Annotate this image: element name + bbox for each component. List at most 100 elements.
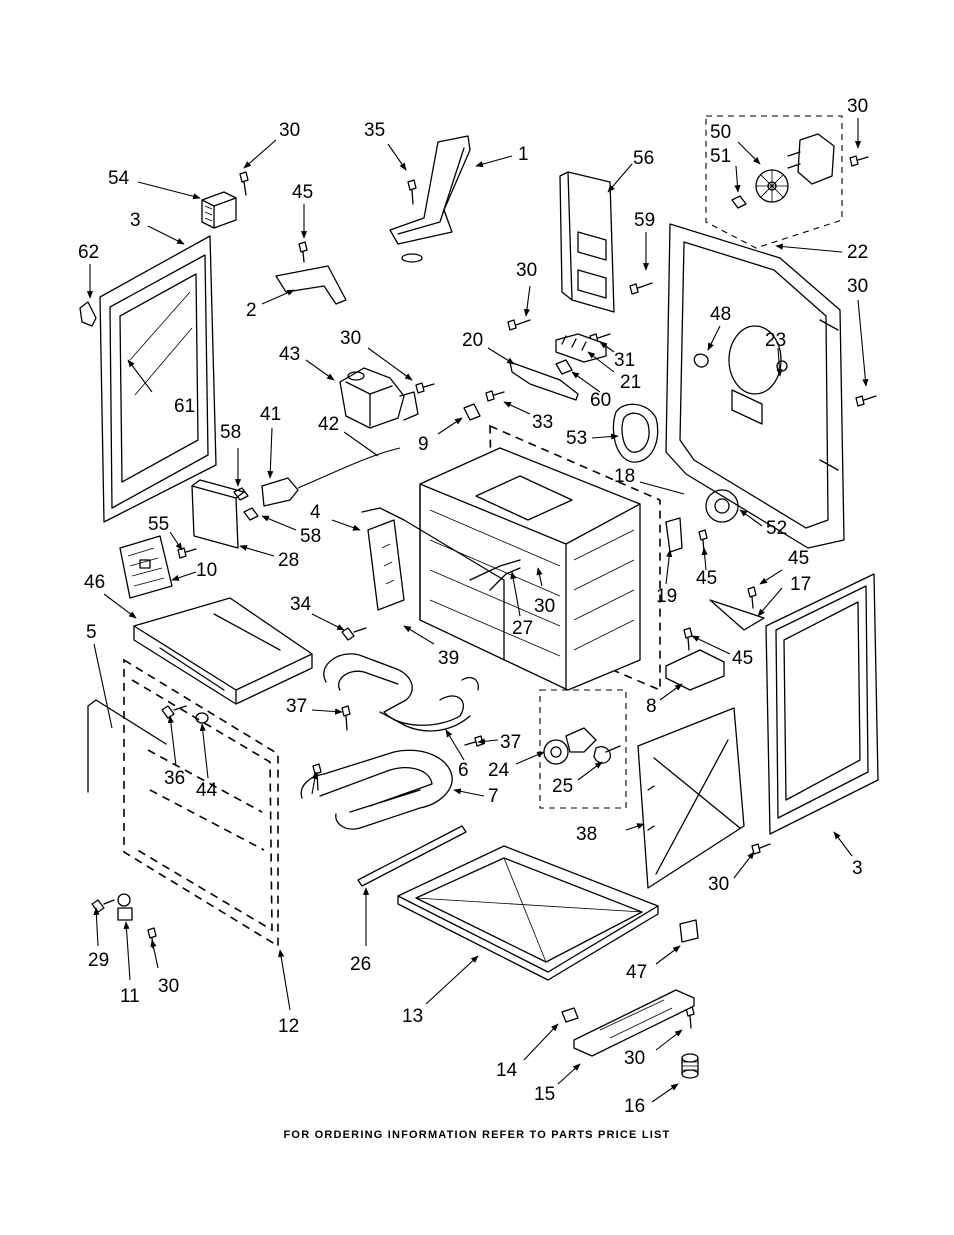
- rail-26: [357, 825, 467, 887]
- callout-label: 42: [318, 414, 339, 435]
- callout-label: 58: [220, 422, 241, 443]
- callout-label: 6: [458, 760, 469, 781]
- callout-label: 53: [566, 428, 587, 449]
- callout-label: 37: [500, 732, 521, 753]
- side-panel-right: [765, 573, 879, 835]
- callout-label: 56: [633, 148, 654, 169]
- wire-48: [693, 353, 709, 368]
- callout-label: 15: [534, 1084, 555, 1105]
- callout-label: 10: [196, 560, 217, 581]
- callout-label: 48: [710, 304, 731, 325]
- callout-label: 45: [696, 568, 717, 589]
- callout-label: 30: [516, 260, 537, 281]
- callout-label: 43: [279, 344, 300, 365]
- callout-label: 17: [790, 574, 811, 595]
- callout-label: 33: [532, 412, 553, 433]
- callout-label: 16: [624, 1096, 645, 1117]
- callout-label: 29: [88, 950, 109, 971]
- oven-cavity-part: [419, 424, 661, 692]
- back-panel-part: [665, 223, 845, 549]
- callout-label: 14: [496, 1060, 518, 1081]
- leveling-leg-16: [681, 1053, 699, 1079]
- label-47: [679, 919, 699, 943]
- callout-label: 25: [552, 776, 573, 797]
- callout-label: 59: [634, 210, 655, 231]
- callout-label: 52: [766, 518, 787, 539]
- callout-labels: 30 35 1 56 50 51 30 54 45 3 62 59 22 30 …: [78, 96, 868, 1117]
- callout-label: 62: [78, 242, 99, 263]
- callout-label: 35: [364, 120, 385, 141]
- callout-label: 41: [260, 404, 281, 425]
- callout-label: 30: [847, 276, 868, 297]
- callout-label: 37: [286, 696, 307, 717]
- control-board-part: [119, 535, 173, 599]
- clip-part: [79, 301, 97, 327]
- bracket-8: [665, 649, 725, 691]
- callout-label: 45: [292, 182, 313, 203]
- callout-label: 36: [164, 768, 185, 789]
- gasket-53: [612, 403, 659, 463]
- callout-label: 51: [710, 146, 731, 167]
- callout-label: 30: [279, 120, 300, 141]
- clip-14: [561, 1007, 579, 1023]
- side-panel-left: [99, 235, 217, 523]
- callout-label: 58: [300, 526, 321, 547]
- callout-label: 4: [310, 502, 321, 523]
- bracket-19: [665, 517, 683, 553]
- callout-label: 30: [340, 328, 361, 349]
- callout-label: 38: [576, 824, 597, 845]
- callout-label: 23: [765, 330, 786, 351]
- bracket-small-part: [275, 265, 347, 305]
- callout-label: 13: [402, 1006, 423, 1027]
- callout-label: 61: [174, 396, 195, 417]
- callout-label: 50: [710, 122, 731, 143]
- callout-label: 3: [852, 858, 863, 879]
- callout-label: 39: [438, 648, 459, 669]
- rear-cover-38: [637, 707, 745, 889]
- callout-label: 44: [196, 780, 218, 801]
- motor-part: [339, 367, 419, 429]
- bracket-39: [367, 519, 405, 611]
- bracket-17: [709, 599, 765, 631]
- callout-label: 18: [614, 466, 635, 487]
- clip-9: [463, 403, 481, 421]
- callout-label: 1: [518, 144, 529, 165]
- callout-label: 9: [418, 434, 429, 455]
- tray-part: [133, 597, 313, 705]
- rail-15: [573, 989, 695, 1057]
- oven-light-group: [539, 689, 627, 809]
- callout-label: 2: [246, 300, 257, 321]
- fan-52: [705, 489, 739, 523]
- callout-label: 55: [148, 514, 169, 535]
- leader-lines: [86, 118, 869, 1103]
- callout-label: 28: [278, 550, 299, 571]
- callout-label: 45: [732, 648, 753, 669]
- part-44: [195, 712, 209, 724]
- bracket-20: [509, 361, 579, 401]
- convection-fan-group: [705, 115, 843, 249]
- callout-label: 20: [462, 330, 483, 351]
- callout-label: 31: [614, 350, 635, 371]
- callout-label: 30: [158, 976, 179, 997]
- callout-label: 45: [788, 548, 809, 569]
- bracket-28: [191, 479, 245, 549]
- callout-label: 54: [108, 168, 130, 189]
- callout-label: 60: [590, 390, 611, 411]
- switch-part: [261, 477, 299, 507]
- callout-label: 8: [646, 696, 657, 717]
- callout-label: 47: [626, 962, 647, 983]
- footer-note: FOR ORDERING INFORMATION REFER TO PARTS …: [283, 1129, 671, 1141]
- cover-part: [559, 171, 615, 313]
- callout-label: 30: [624, 1048, 645, 1069]
- bottom-panel-13: [397, 845, 659, 981]
- callout-label: 19: [656, 586, 677, 607]
- callout-label: 24: [488, 760, 510, 781]
- part-60: [555, 359, 573, 375]
- transformer-part: [201, 191, 237, 229]
- bake-element-7: [300, 749, 453, 830]
- callout-label: 5: [86, 622, 97, 643]
- callout-label: 3: [130, 210, 141, 231]
- callout-label: 26: [350, 954, 371, 975]
- callout-label: 11: [120, 986, 140, 1007]
